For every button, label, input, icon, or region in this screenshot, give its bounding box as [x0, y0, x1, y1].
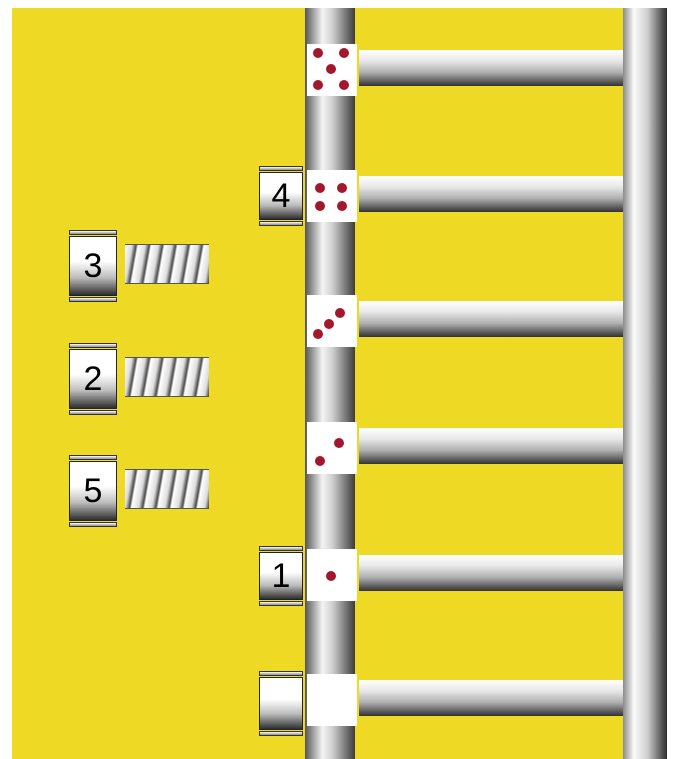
dice-pip [334, 438, 344, 448]
bolt-head: 3 [69, 230, 117, 302]
bolt-piece-2[interactable]: 2 [69, 343, 215, 415]
dice-pip [324, 319, 334, 329]
dice-pip [313, 329, 323, 339]
dice-pip [313, 80, 323, 90]
dice-pip [326, 571, 336, 581]
dice-pip [315, 456, 325, 466]
dice-slot-four[interactable] [307, 170, 357, 222]
ladder-piece-blank[interactable] [259, 671, 303, 736]
piece-cap-bottom [259, 221, 303, 226]
bolt-piece-3[interactable]: 3 [69, 230, 215, 302]
ladder-left-rail [305, 8, 355, 759]
bolt-head: 2 [69, 343, 117, 415]
ladder-rung-1 [359, 555, 623, 591]
piece-label: 4 [259, 172, 303, 220]
piece-cap-top [69, 455, 117, 460]
ladder-rung-3 [359, 301, 623, 337]
piece-label [259, 677, 303, 730]
dice-slot-empty[interactable] [307, 674, 357, 726]
ladder-rung-0 [359, 680, 623, 716]
ladder-rung-4 [359, 176, 623, 212]
dice-pip [315, 183, 325, 193]
ladder-right-rail [623, 8, 667, 759]
dice-slot-one[interactable] [307, 549, 357, 601]
dice-pip [339, 80, 349, 90]
dice-slot-five[interactable] [307, 44, 357, 96]
bolt-head: 5 [69, 455, 117, 527]
ladder-rung-2 [359, 428, 623, 464]
dice-slot-three[interactable] [307, 295, 357, 347]
piece-cap-bottom [259, 601, 303, 606]
dice-pip [326, 64, 336, 74]
dice-pip [313, 48, 323, 58]
piece-label: 3 [69, 236, 117, 296]
bolt-thread [125, 469, 209, 509]
piece-cap-bottom [69, 297, 117, 302]
piece-label: 1 [259, 552, 303, 600]
bolt-thread [125, 244, 209, 284]
bolt-piece-5[interactable]: 5 [69, 455, 215, 527]
piece-cap-top [259, 166, 303, 171]
piece-cap-top [69, 230, 117, 235]
ladder-piece-4[interactable]: 4 [259, 166, 303, 226]
dice-pip [339, 48, 349, 58]
dice-pip [335, 308, 345, 318]
piece-cap-top [259, 671, 303, 676]
piece-cap-bottom [69, 522, 117, 527]
piece-cap-top [259, 546, 303, 551]
game-board: 4 1 3 2 5 [12, 8, 667, 759]
piece-label: 2 [69, 349, 117, 409]
piece-cap-top [69, 343, 117, 348]
dice-pip [337, 183, 347, 193]
ladder-rung-5 [359, 50, 623, 86]
piece-label: 5 [69, 461, 117, 521]
dice-pip [315, 201, 325, 211]
piece-cap-bottom [259, 731, 303, 736]
dice-slot-two[interactable] [307, 422, 357, 474]
bolt-thread [125, 357, 209, 397]
ladder-piece-1[interactable]: 1 [259, 546, 303, 606]
piece-cap-bottom [69, 410, 117, 415]
dice-pip [337, 201, 347, 211]
